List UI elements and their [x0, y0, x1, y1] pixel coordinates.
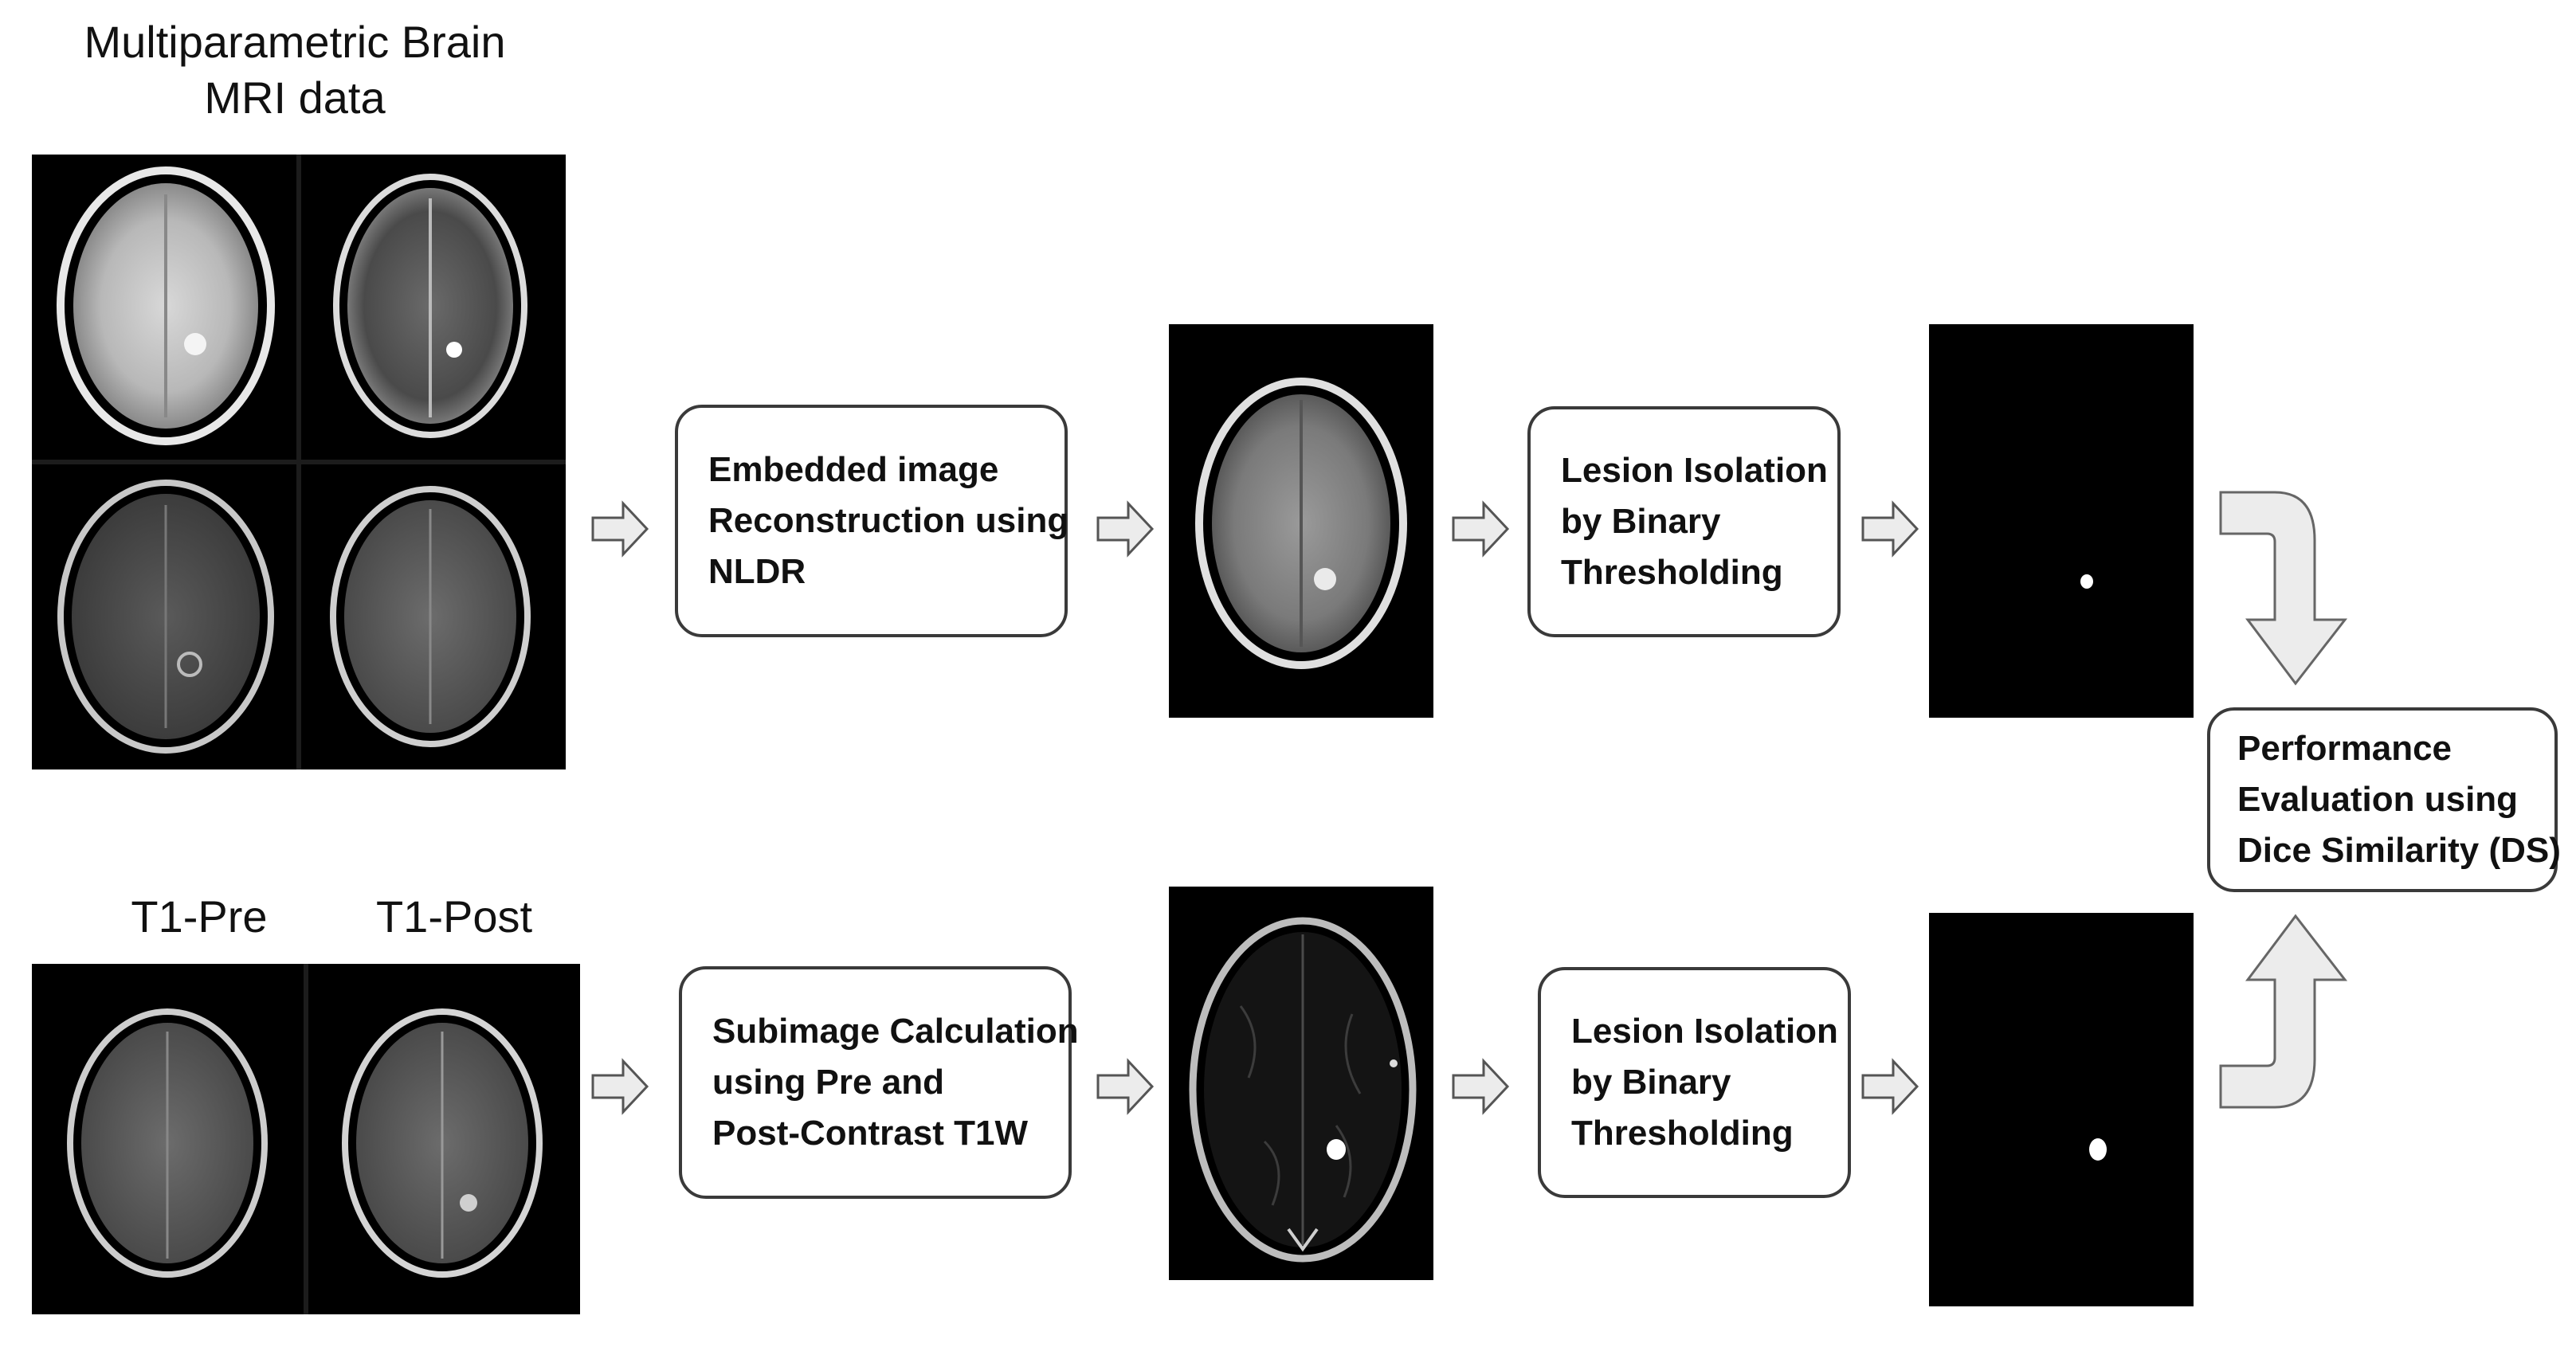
- right-arrow-icon: [1861, 500, 1919, 558]
- right-arrow-icon: [1452, 500, 1510, 558]
- brain-scan-t2: [57, 166, 275, 445]
- brain-scan-t1: [330, 486, 531, 747]
- mri-data-caption-line1: Multiparametric Brain: [84, 17, 506, 67]
- bottom-binary-mask: [1929, 913, 2194, 1306]
- box-text-line: Reconstruction using: [708, 501, 1069, 541]
- reconstructed-image: [1169, 324, 1433, 718]
- box-text-line: Performance: [2237, 729, 2452, 769]
- box-text-line: Evaluation using: [2237, 780, 2519, 820]
- brain-scan-t2-contrast: [333, 174, 527, 438]
- box-text-line: Embedded image: [708, 450, 999, 490]
- mri-data-caption-line2: MRI data: [204, 72, 386, 123]
- multiparametric-mri-grid: [32, 155, 566, 769]
- box-text-line: by Binary: [1561, 502, 1721, 542]
- mri-data-caption: Multiparametric Brain MRI data: [32, 14, 558, 126]
- box-text-line: using Pre and: [712, 1063, 944, 1102]
- box-text-line: Post-Contrast T1W: [712, 1113, 1028, 1153]
- right-arrow-icon: [591, 500, 649, 558]
- embedded-reconstruction-box: Embedded image Reconstruction using NLDR: [675, 405, 1068, 637]
- t1-post-label: T1-Post: [375, 891, 533, 942]
- t1-pre-label: T1-Pre: [131, 891, 268, 942]
- box-text-line: Lesion Isolation: [1571, 1012, 1838, 1051]
- bottom-lesion-isolation-box: Lesion Isolation by Binary Thresholding: [1538, 967, 1851, 1198]
- right-arrow-icon: [1861, 1058, 1919, 1115]
- box-text-line: Thresholding: [1561, 552, 1783, 592]
- right-arrow-icon: [1096, 1058, 1155, 1115]
- performance-evaluation-box: Performance Evaluation using Dice Simila…: [2207, 707, 2561, 892]
- t1-pre-post-images: [32, 964, 580, 1314]
- box-text-line: Lesion Isolation: [1561, 451, 1828, 491]
- subimage-calculation-box: Subimage Calculation using Pre and Post-…: [679, 966, 1079, 1199]
- right-arrow-icon: [1452, 1058, 1510, 1115]
- lesion-mask: [2089, 1138, 2107, 1161]
- brain-scan-flair: [57, 480, 274, 754]
- lesion-mask: [2080, 574, 2093, 589]
- curved-arrow-up-icon: [2219, 914, 2348, 1109]
- top-lesion-isolation-box: Lesion Isolation by Binary Thresholding: [1527, 406, 1841, 637]
- right-arrow-icon: [1096, 500, 1155, 558]
- right-arrow-icon: [591, 1058, 649, 1115]
- top-binary-mask: [1929, 324, 2194, 718]
- box-text-line: by Binary: [1571, 1063, 1731, 1102]
- box-text-line: Subimage Calculation: [712, 1012, 1079, 1051]
- subtraction-image: [1169, 887, 1433, 1280]
- box-text-line: NLDR: [708, 551, 806, 591]
- brain-scan-t1-post: [342, 1008, 543, 1278]
- box-text-line: Dice Similarity (DS): [2237, 830, 2561, 870]
- curved-arrow-down-icon: [2219, 491, 2348, 686]
- brain-scan-t1-pre: [67, 1008, 268, 1278]
- box-text-line: Thresholding: [1571, 1113, 1794, 1153]
